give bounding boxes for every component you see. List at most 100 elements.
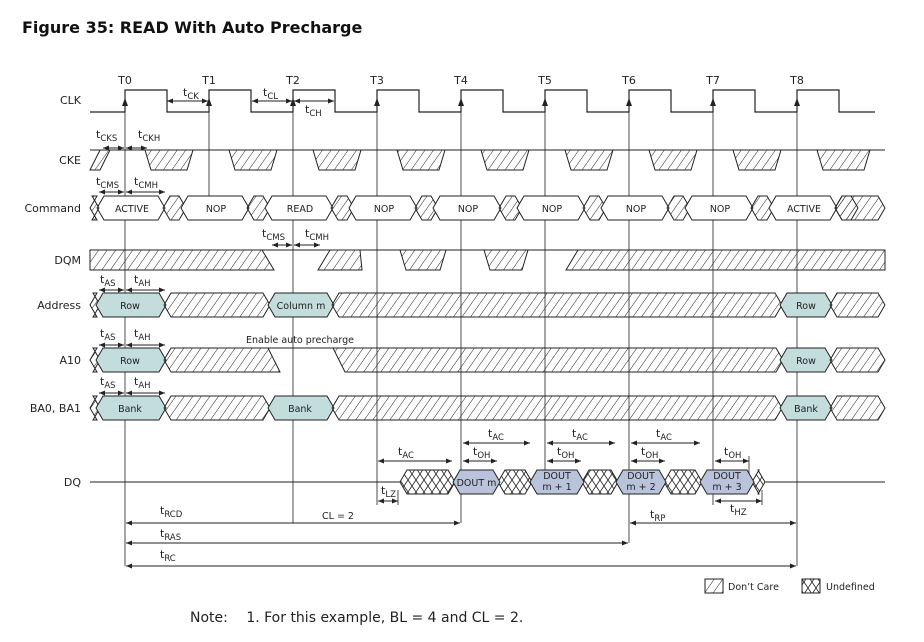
dq-undefined bbox=[497, 469, 533, 495]
timing-label-tRC: tRC bbox=[160, 548, 176, 564]
command-value: NOP bbox=[458, 204, 479, 215]
cke-dont-care bbox=[89, 149, 111, 171]
cke-dont-care bbox=[480, 149, 530, 171]
rising-edge-arrow bbox=[206, 98, 212, 106]
address-dont-care bbox=[331, 292, 783, 318]
bank-dont-care bbox=[163, 395, 271, 421]
timing-label-tCMS: tCMS bbox=[96, 175, 119, 191]
dqm-dont-care bbox=[399, 249, 447, 271]
address-row-label: Row bbox=[796, 301, 816, 312]
timing-label-tAH: tAH bbox=[134, 327, 151, 343]
command-value: NOP bbox=[542, 204, 563, 215]
dont-care-legend-swatch bbox=[704, 578, 724, 594]
command-value: NOP bbox=[374, 204, 395, 215]
command-value: NOP bbox=[710, 204, 731, 215]
timing-label-tCKS: tCKS bbox=[96, 128, 117, 144]
bank-label: Bank bbox=[794, 404, 818, 415]
dqm-dont-care bbox=[483, 249, 529, 271]
signal-label-a10: A10 bbox=[59, 354, 81, 367]
cke-dont-care bbox=[816, 149, 871, 171]
timing-label-tHZ: tHZ bbox=[730, 502, 747, 518]
dq-undefined bbox=[581, 469, 619, 495]
command-value: ACTIVE bbox=[115, 204, 149, 215]
dqm-dont-care bbox=[89, 249, 275, 271]
bank-dont-care bbox=[829, 395, 886, 421]
timing-label-tCMH: tCMH bbox=[305, 227, 329, 243]
command-transition bbox=[89, 195, 100, 221]
clock-edge-label: T0 bbox=[117, 74, 132, 87]
timing-label-tCMH: tCMH bbox=[134, 175, 158, 191]
dq-value: m + 3 bbox=[712, 482, 741, 493]
dq-data-out bbox=[615, 469, 667, 495]
timing-label-tCKH: tCKH bbox=[138, 128, 160, 144]
dq-value: m + 2 bbox=[626, 482, 655, 493]
cke-dont-care bbox=[732, 149, 782, 171]
dq-data-out bbox=[699, 469, 755, 495]
figure-title: Figure 35: READ With Auto Precharge bbox=[22, 18, 363, 37]
dq-value: m + 1 bbox=[542, 482, 571, 493]
cke-dont-care bbox=[144, 149, 194, 171]
dq-value: DOUT m bbox=[457, 478, 497, 489]
cke-dont-care bbox=[228, 149, 278, 171]
dq-undefined bbox=[399, 469, 456, 495]
rising-edge-arrow bbox=[458, 98, 464, 106]
dqm-dont-care bbox=[565, 249, 886, 271]
dq-data-out bbox=[529, 469, 585, 495]
rising-edge-arrow bbox=[122, 98, 128, 106]
rising-edge-arrow bbox=[290, 98, 296, 106]
rising-edge-arrow bbox=[542, 98, 548, 106]
a10-dont-care bbox=[163, 347, 281, 373]
timing-label-tCL: tCL bbox=[263, 86, 278, 102]
clock-edge-label: T8 bbox=[789, 74, 804, 87]
a10-row-label: Row bbox=[120, 356, 140, 367]
timing-label-tCMS: tCMS bbox=[262, 227, 285, 243]
timing-label-tAS: tAS bbox=[100, 327, 116, 343]
timing-label-tAS: tAS bbox=[100, 375, 116, 391]
cke-dont-care bbox=[564, 149, 614, 171]
timing-label-tRP: tRP bbox=[650, 508, 665, 524]
clock-edge-label: T7 bbox=[705, 74, 720, 87]
signal-label-dq: DQ bbox=[64, 476, 81, 489]
note-text: 1. For this example, BL = 4 and CL = 2. bbox=[246, 610, 524, 626]
rising-edge-arrow bbox=[794, 98, 800, 106]
clock-edge-label: T1 bbox=[201, 74, 216, 87]
a10-dont-care bbox=[332, 347, 784, 373]
command-value: NOP bbox=[206, 204, 227, 215]
cke-dont-care bbox=[648, 149, 698, 171]
signal-label-address: Address bbox=[37, 299, 81, 312]
timing-label-tAC: tAC bbox=[398, 445, 414, 461]
timing-label-tRAS: tRAS bbox=[160, 527, 181, 543]
timing-label-tAS: tAS bbox=[100, 273, 116, 289]
clock-edge-label: T2 bbox=[285, 74, 300, 87]
timing-label-tAC: tAC bbox=[656, 427, 672, 443]
address-dont-care bbox=[163, 292, 271, 318]
signal-label-clk: CLK bbox=[60, 94, 82, 107]
timing-label-tCK: tCK bbox=[183, 86, 199, 102]
timing-label-tRCD: tRCD bbox=[160, 504, 183, 520]
cke-dont-care bbox=[312, 149, 362, 171]
clock-edge-label: T3 bbox=[369, 74, 384, 87]
clock-edge-label: T5 bbox=[537, 74, 552, 87]
command-value: NOP bbox=[626, 204, 647, 215]
timing-label-tOH: tOH bbox=[557, 445, 574, 461]
timing-label-tAC: tAC bbox=[572, 427, 588, 443]
timing-label-tOH: tOH bbox=[724, 445, 741, 461]
dqm-dont-care bbox=[317, 249, 363, 271]
a10-dont-care bbox=[829, 347, 886, 373]
auto-precharge-annotation: Enable auto precharge bbox=[246, 335, 354, 346]
signal-label-command: Command bbox=[24, 202, 81, 215]
bank-dont-care bbox=[331, 395, 783, 421]
undefined-legend-label: Undefined bbox=[826, 582, 875, 593]
timing-label-tCH: tCH bbox=[305, 103, 322, 119]
dont-care-legend-label: Don’t Care bbox=[728, 582, 779, 593]
address-column-label: Column m bbox=[277, 301, 326, 312]
timing-label-tAH: tAH bbox=[134, 375, 151, 391]
command-value: READ bbox=[287, 204, 313, 215]
dq-undefined bbox=[751, 469, 766, 495]
dq-data-out bbox=[452, 469, 501, 495]
timing-label-tLZ: tLZ bbox=[381, 484, 396, 500]
address-dont-care bbox=[829, 292, 886, 318]
signal-label-ba0-ba1: BA0, BA1 bbox=[30, 402, 81, 415]
timing-label-tOH: tOH bbox=[473, 445, 490, 461]
